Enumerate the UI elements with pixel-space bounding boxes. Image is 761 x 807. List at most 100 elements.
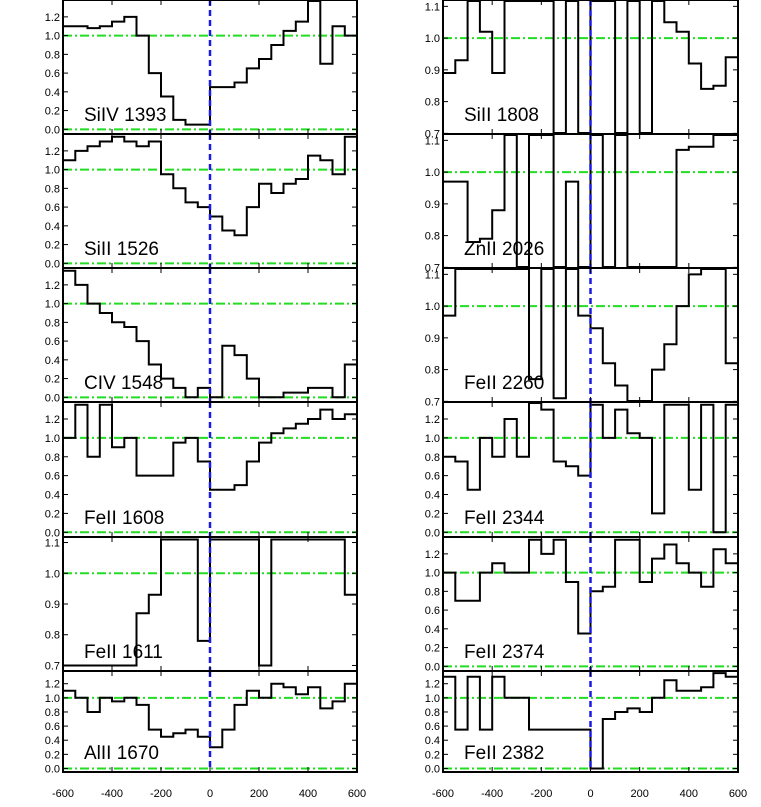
y-tick-label: 0.7 [425,396,440,408]
y-tick-label: 0.0 [425,763,440,775]
y-tick-label: 0.0 [45,527,60,539]
y-tick-label: 1.2 [45,146,60,158]
y-tick-label: 0.2 [425,749,440,761]
x-tick-label: 200 [250,788,268,800]
panel-label: ZnII 2026 [464,239,544,260]
y-tick-label: 0.4 [45,735,60,747]
y-tick-label: 1.0 [425,301,440,313]
y-tick-label: 0.4 [45,490,60,502]
panel-label: SiII 1808 [464,105,539,126]
y-tick-label: 0.6 [425,721,440,733]
y-tick-label: 1.1 [425,269,440,281]
x-tick-label: -400 [101,788,123,800]
y-tick-label: 0.8 [45,452,60,464]
panel-label: FeII 2260 [464,373,544,394]
y-tick-label: 0.8 [425,97,440,109]
y-tick-label: 1.2 [45,280,60,292]
y-tick-label: 0.2 [45,749,60,761]
y-tick-label: 1.1 [425,1,440,13]
y-tick-label: 0.2 [45,374,60,386]
panel-label: SiII 1526 [84,239,159,260]
y-tick-label: 0.0 [425,661,440,673]
y-tick-label: 0.8 [45,49,60,61]
y-tick-label: 1.1 [425,135,440,147]
y-tick-label: 0.2 [425,643,440,655]
y-tick-label: 0.0 [45,763,60,775]
spectrum-line [63,269,357,399]
y-tick-label: 1.0 [45,31,60,43]
y-tick-label: 0.8 [425,231,440,243]
y-tick-label: 0.9 [425,199,440,211]
y-tick-label: 1.2 [45,12,60,24]
y-tick-label: 1.0 [45,693,60,705]
y-tick-label: 1.0 [45,165,60,177]
y-tick-label: 1.0 [425,433,440,445]
y-tick-label: 0.6 [45,721,60,733]
y-tick-label: 1.0 [425,167,440,179]
y-tick-label: 0.2 [425,508,440,520]
panel-label: CIV 1548 [84,373,163,394]
y-tick-label: 1.2 [45,679,60,691]
y-tick-label: 0.2 [45,240,60,252]
y-tick-label: 0.2 [45,106,60,118]
y-tick-label: 0.9 [425,333,440,345]
x-tick-label: 200 [630,788,648,800]
y-tick-label: 0.8 [45,317,60,329]
y-tick-label: 0.6 [425,471,440,483]
y-tick-label: 0.6 [45,68,60,80]
y-tick-label: 0.6 [45,202,60,214]
y-tick-label: 1.0 [425,693,440,705]
y-tick-label: 0.0 [425,527,440,539]
spectrum-line [63,403,357,491]
y-tick-label: 0.8 [425,452,440,464]
x-tick-label: 600 [729,788,747,800]
y-tick-label: 0.6 [45,336,60,348]
y-tick-label: 1.2 [45,414,60,426]
panel-label: AlII 1670 [84,743,159,764]
y-tick-label: 1.2 [425,549,440,561]
y-tick-label: 1.1 [45,538,60,550]
y-tick-label: 0.0 [45,124,60,136]
spectrum-line [443,672,738,770]
y-tick-label: 0.8 [425,586,440,598]
x-tick-label: -600 [52,788,74,800]
x-tick-label: 0 [207,788,213,800]
x-tick-label: 400 [680,788,698,800]
y-tick-label: 0.4 [425,735,440,747]
y-tick-label: 0.8 [45,707,60,719]
y-tick-label: 0.8 [45,183,60,195]
panel-label: FeII 2382 [464,743,544,764]
x-tick-label: -200 [150,788,172,800]
y-tick-label: 1.0 [45,568,60,580]
y-tick-label: 1.0 [425,568,440,580]
panel-label: FeII 2344 [464,508,545,529]
x-tick-label: 600 [348,788,366,800]
y-tick-label: 0.9 [425,65,440,77]
y-tick-label: 0.7 [45,660,60,672]
y-tick-label: 0.8 [425,365,440,377]
y-tick-label: 1.2 [425,679,440,691]
y-tick-label: 0.4 [425,490,440,502]
x-tick-label: -200 [530,788,552,800]
y-tick-label: 1.0 [425,33,440,45]
panel-label: SiIV 1393 [84,105,166,126]
spectrum-line [63,0,357,126]
y-tick-label: 0.8 [425,707,440,719]
y-tick-label: 0.7 [425,262,440,274]
y-tick-label: 0.7 [425,128,440,140]
y-tick-label: 0.2 [45,508,60,520]
y-tick-label: 0.4 [425,624,440,636]
y-tick-label: 1.0 [45,433,60,445]
y-tick-label: 0.0 [45,392,60,404]
x-tick-label: 400 [299,788,317,800]
